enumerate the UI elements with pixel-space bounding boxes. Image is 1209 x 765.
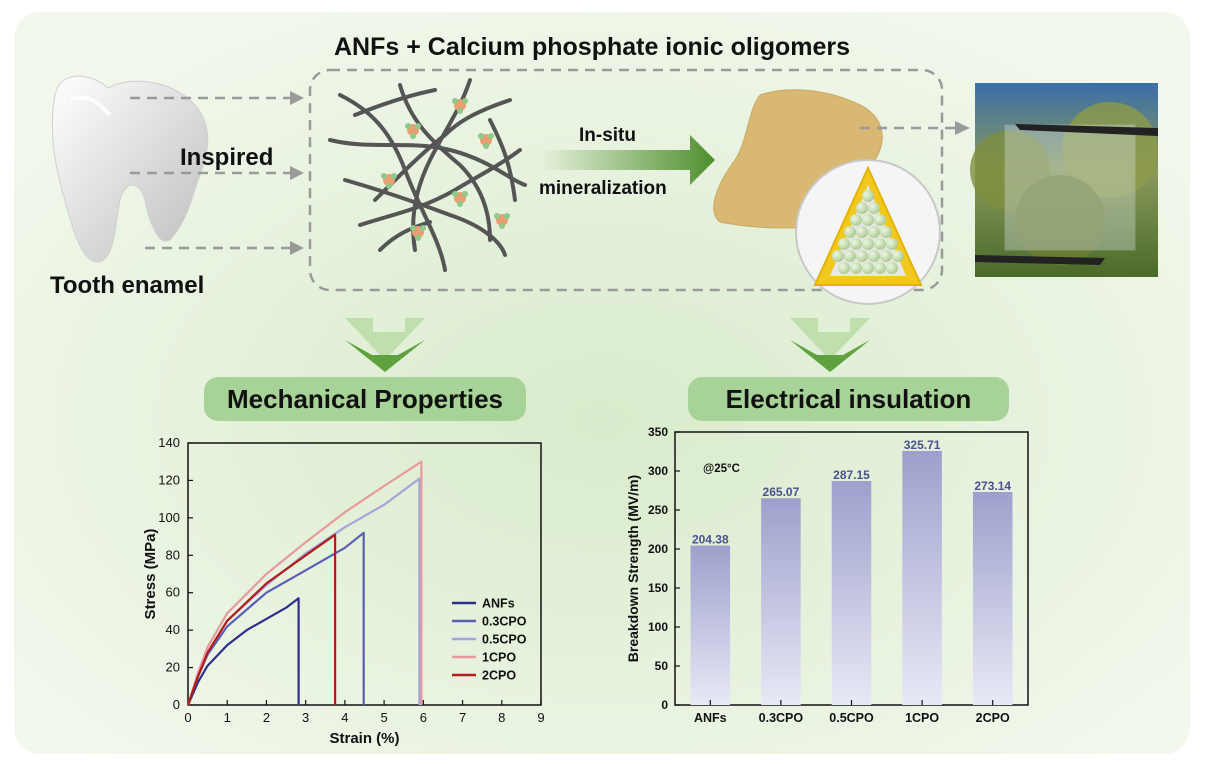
x-tick-label: 5 (380, 710, 387, 725)
y-tick-label: 300 (648, 464, 668, 478)
in-situ-label: In-situ (579, 125, 636, 146)
tooth-enamel-label: Tooth enamel (50, 272, 205, 299)
bar-1CPO (902, 450, 942, 705)
bar-0.3CPO (761, 498, 801, 705)
bar-value-label: 265.07 (763, 485, 800, 499)
y-axis-label: Breakdown Strength (MV/m) (625, 475, 641, 662)
y-tick-label: 20 (166, 660, 180, 675)
bar-value-label: 287.15 (833, 468, 870, 482)
legend-label: ANFs (482, 597, 515, 611)
y-tick-label: 140 (158, 435, 180, 450)
temperature-annotation: @25°C (703, 463, 740, 475)
oligomer-clusters (381, 98, 510, 241)
bar-value-label: 273.14 (974, 479, 1011, 493)
anf-fiber-network (328, 78, 527, 272)
x-tick-label: 0.3CPO (759, 711, 804, 725)
legend-label: 0.5CPO (482, 633, 527, 647)
series-line-ANFs (186, 597, 300, 706)
x-tick-label: 2CPO (976, 711, 1010, 725)
y-tick-label: 60 (166, 585, 180, 600)
y-tick-label: 350 (648, 425, 668, 439)
in-situ-arrow (545, 135, 715, 185)
series-line-2CPO (186, 533, 337, 706)
chevron-down-left-icon (345, 318, 425, 372)
y-tick-label: 0 (173, 697, 180, 712)
inspired-label: Inspired (180, 144, 274, 171)
bar-value-label: 204.38 (692, 533, 729, 547)
transparent-film-photo (970, 83, 1158, 277)
bar-value-label: 325.71 (904, 438, 941, 452)
x-axis-label: Strain (%) (329, 730, 399, 747)
bar-ANFs (690, 545, 731, 705)
x-tick-label: 1 (224, 710, 231, 725)
figure-title: ANFs + Calcium phosphate ionic oligomers (334, 33, 851, 61)
x-tick-label: 4 (341, 710, 348, 725)
y-tick-label: 120 (158, 472, 180, 487)
tooth-icon (51, 75, 209, 263)
legend-label: 1CPO (482, 651, 516, 665)
x-tick-label: 7 (459, 710, 466, 725)
x-tick-label: 6 (420, 710, 427, 725)
chevron-down-right-icon (790, 318, 870, 372)
y-tick-label: 250 (648, 503, 668, 517)
x-tick-label: 2 (263, 710, 270, 725)
y-tick-label: 0 (661, 698, 668, 712)
x-tick-label: 3 (302, 710, 309, 725)
y-tick-label: 100 (158, 510, 180, 525)
tooth-dashed-arrows (130, 96, 292, 250)
series-line-1CPO (186, 460, 423, 706)
y-tick-label: 100 (648, 620, 668, 634)
legend-label: 2CPO (482, 669, 516, 683)
bar-0.5CPO (831, 481, 872, 705)
electrical-insulation-pill: Electrical insulation (688, 377, 1009, 421)
mineralization-label: mineralization (539, 178, 667, 199)
x-tick-label: 1CPO (905, 711, 939, 725)
dashed-box (308, 68, 944, 292)
y-tick-label: 200 (648, 542, 668, 556)
y-tick-label: 80 (166, 547, 180, 562)
x-tick-label: 9 (537, 710, 544, 725)
y-tick-label: 40 (166, 622, 180, 637)
x-tick-label: 0.5CPO (829, 711, 874, 725)
legend-label: 0.3CPO (482, 615, 527, 629)
x-tick-label: 8 (498, 710, 505, 725)
zoom-circle (795, 159, 941, 305)
x-tick-label: 0 (184, 710, 191, 725)
y-tick-label: 150 (648, 581, 668, 595)
y-axis-label: Stress (MPa) (142, 529, 159, 620)
mechanical-properties-pill: Mechanical Properties (204, 377, 526, 421)
y-tick-label: 50 (655, 659, 669, 673)
bar-2CPO (972, 491, 1013, 705)
x-tick-label: ANFs (694, 711, 727, 725)
